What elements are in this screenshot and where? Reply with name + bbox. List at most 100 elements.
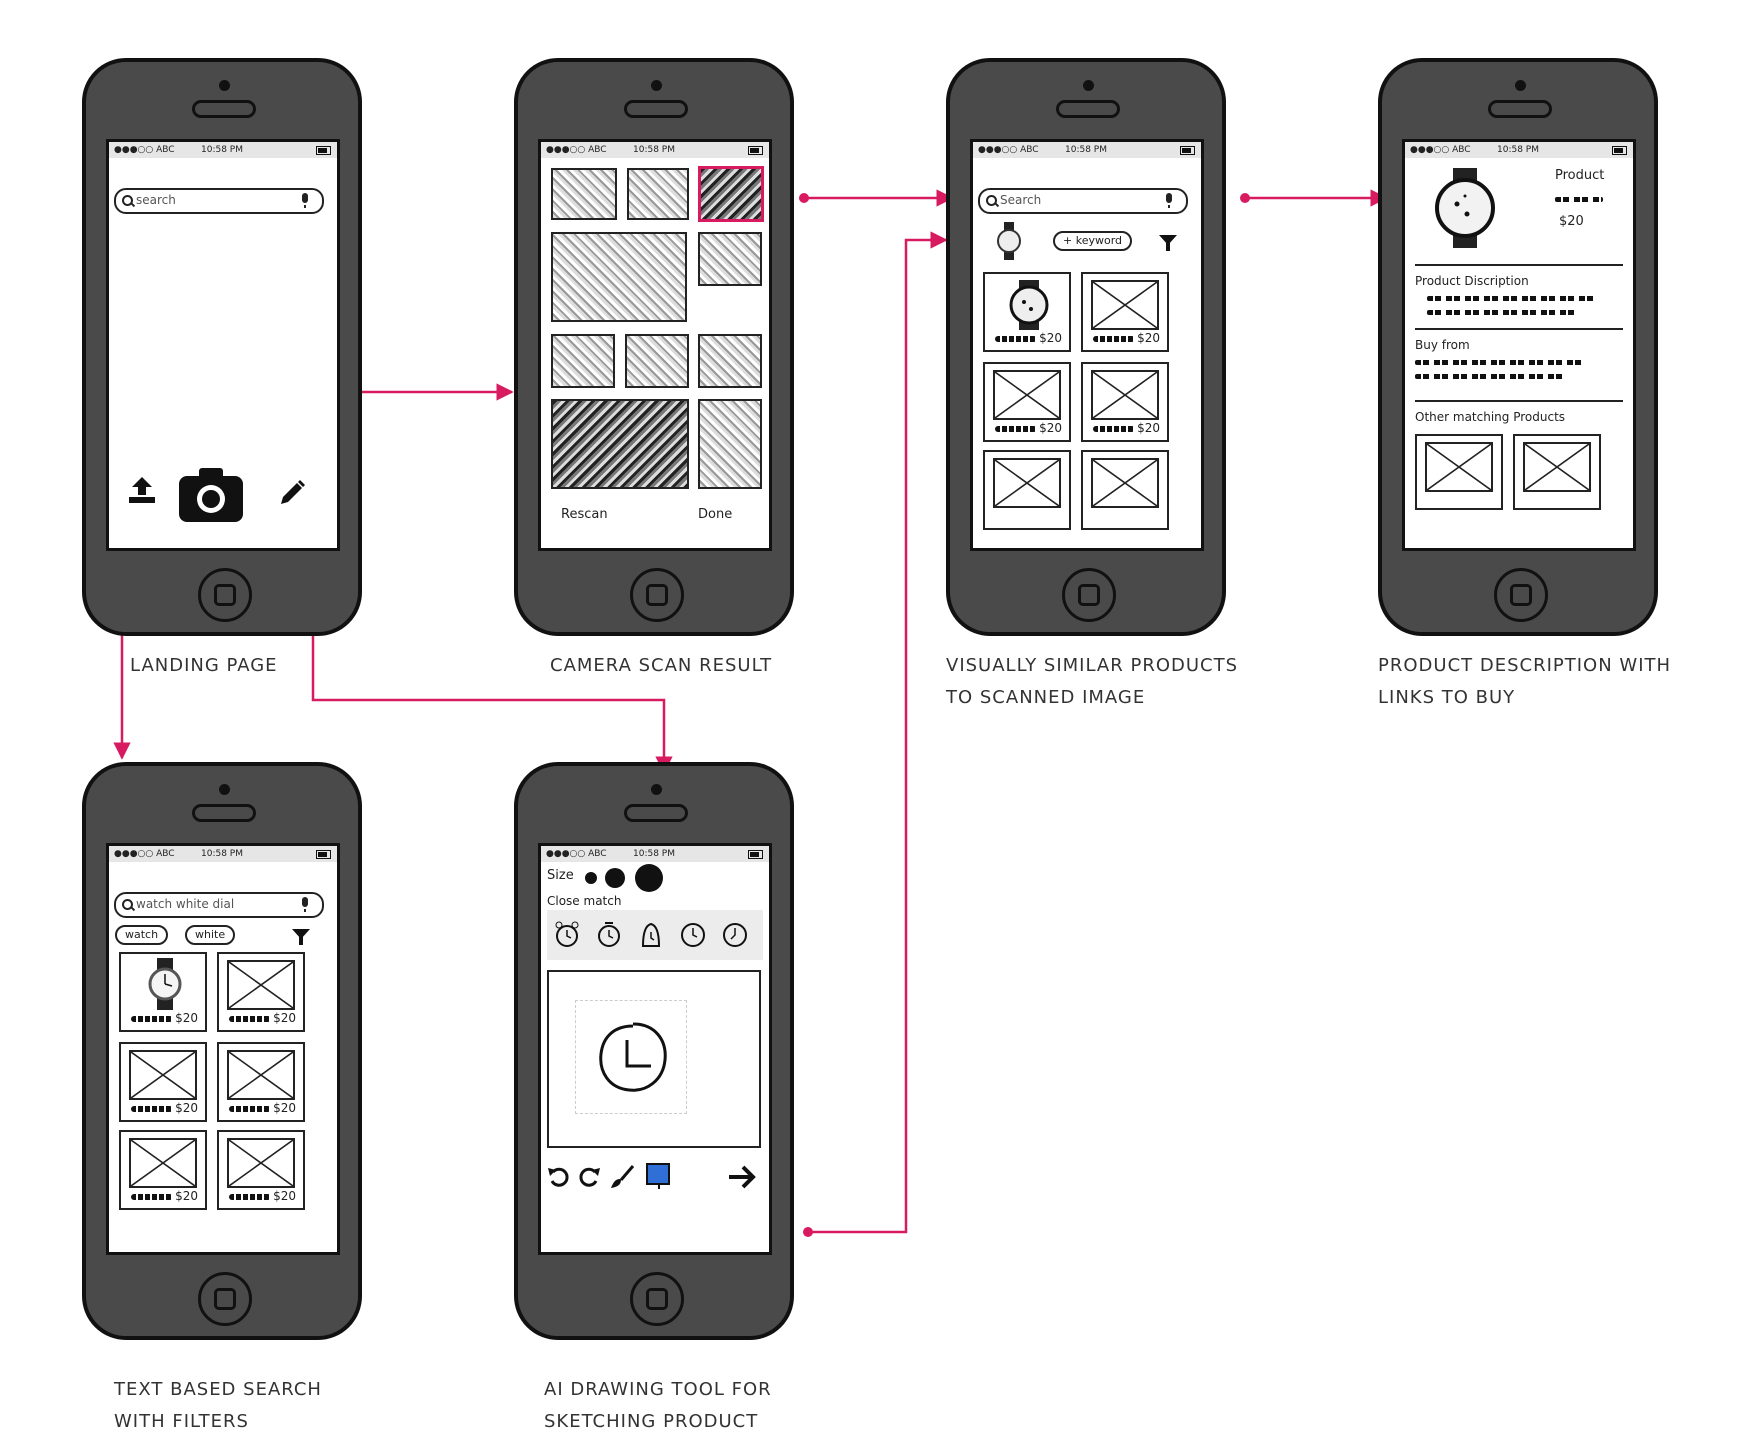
microphone-icon[interactable] [1166,193,1172,208]
close-match-strip [547,910,763,960]
status-bar: ●●●○○ ABC 10:58 PM [541,846,769,862]
battery-icon [748,146,763,155]
time-text: 10:58 PM [1497,145,1539,155]
time-text: 10:58 PM [201,849,243,859]
search-placeholder: Search [1000,193,1042,207]
filter-chip-white[interactable]: white [185,925,236,945]
product-price: $20 [175,1011,198,1025]
product-name-scribble [1093,336,1135,342]
screen-camera-scan: ●●●○○ ABC 10:58 PM Rescan Done [538,139,772,551]
product-tile[interactable]: $20 [983,272,1071,352]
clock-icon[interactable] [681,920,705,950]
rescan-button[interactable]: Rescan [561,507,608,522]
image-placeholder [227,960,295,1010]
scan-result-image[interactable] [698,232,762,286]
brush-size-large[interactable] [635,864,663,892]
product-tile[interactable]: $20 [983,362,1071,442]
microphone-icon[interactable] [302,193,308,208]
speaker-grille [1056,100,1120,118]
search-input[interactable]: search [114,188,324,214]
product-price: $20 [1039,331,1062,345]
product-tile[interactable]: $20 [119,1130,207,1210]
product-name-scribble [1555,197,1603,202]
undo-icon[interactable] [547,1166,569,1188]
product-tile[interactable]: $20 [1081,272,1169,352]
redo-icon[interactable] [579,1166,601,1188]
alarm-clock-icon[interactable] [597,920,621,950]
clock-icon[interactable] [723,920,747,950]
home-button[interactable] [198,568,252,622]
scan-result-image-selected[interactable] [698,166,764,222]
fill-icon[interactable] [645,1162,673,1190]
sketch-selection [575,1000,687,1114]
matching-product-tile[interactable] [1513,434,1601,510]
size-label: Size [547,868,574,883]
speaker-grille [1488,100,1552,118]
search-query: watch white dial [136,897,235,911]
scan-result-image[interactable] [551,399,689,489]
phone-text-search: ●●●○○ ABC 10:58 PM watch white dial watc… [82,762,362,1340]
search-icon [986,195,997,206]
buy-link-scribble[interactable] [1415,360,1585,365]
home-button[interactable] [1494,568,1548,622]
pencil-icon[interactable] [277,478,307,508]
product-tile[interactable]: $20 [119,1042,207,1122]
product-tile[interactable]: $20 [1081,362,1169,442]
scan-result-image[interactable] [551,168,617,220]
drawing-canvas[interactable] [547,970,761,1148]
phone-similar-products: ●●●○○ ABC 10:58 PM Search + keyword $20 [946,58,1226,636]
product-tile[interactable]: $20 [217,1130,305,1210]
product-price: $20 [273,1011,296,1025]
buy-link-scribble[interactable] [1415,374,1565,379]
alarm-clock-icon[interactable] [555,920,579,950]
filter-icon[interactable] [1159,235,1177,251]
home-button[interactable] [1062,568,1116,622]
product-price: $20 [175,1189,198,1203]
search-input[interactable]: watch white dial [114,892,324,918]
brush-icon[interactable] [609,1164,635,1190]
product-tile[interactable] [1081,450,1169,530]
product-tile[interactable]: $20 [217,952,305,1032]
scan-result-image[interactable] [698,334,762,388]
filter-icon[interactable] [292,929,310,945]
microphone-icon[interactable] [302,897,308,912]
time-text: 10:58 PM [201,145,243,155]
home-button[interactable] [630,1272,684,1326]
caption-line: AI DRAWING TOOL FOR [544,1379,772,1400]
product-tile[interactable]: $20 [119,952,207,1032]
done-button[interactable]: Done [698,507,733,522]
carrier-text: ●●●○○ ABC [1410,145,1471,155]
product-name-scribble [131,1106,173,1112]
arrow-right-icon[interactable] [727,1164,757,1190]
caption-line: CAMERA SCAN RESULT [550,655,773,676]
battery-icon [316,146,331,155]
scan-result-image[interactable] [627,168,689,220]
caption-line: TEXT BASED SEARCH [114,1379,322,1400]
scan-result-image[interactable] [625,334,689,388]
product-name-scribble [131,1016,173,1022]
scanned-watch-thumbnail[interactable] [997,222,1021,260]
alarm-clock-icon[interactable] [639,920,663,950]
add-keyword-chip[interactable]: + keyword [1053,231,1133,251]
screen-drawing-tool: ●●●○○ ABC 10:58 PM Size Close match [538,843,772,1255]
speaker-grille [192,100,256,118]
scan-result-image[interactable] [551,334,615,388]
product-tile[interactable] [983,450,1071,530]
scan-result-image[interactable] [698,399,762,489]
matching-product-tile[interactable] [1415,434,1503,510]
upload-icon[interactable] [127,475,157,505]
home-button[interactable] [198,1272,252,1326]
scan-result-image[interactable] [551,232,687,322]
status-bar: ●●●○○ ABC 10:58 PM [109,142,337,158]
image-placeholder [1091,280,1159,330]
camera-icon[interactable] [179,466,243,522]
search-icon [122,195,133,206]
brush-size-small[interactable] [585,872,597,884]
product-price: $20 [1137,421,1160,435]
filter-chip-watch[interactable]: watch [115,925,169,945]
search-input[interactable]: Search [978,188,1188,214]
brush-size-medium[interactable] [605,868,625,888]
product-tile[interactable]: $20 [217,1042,305,1122]
battery-icon [316,850,331,859]
home-button[interactable] [630,568,684,622]
